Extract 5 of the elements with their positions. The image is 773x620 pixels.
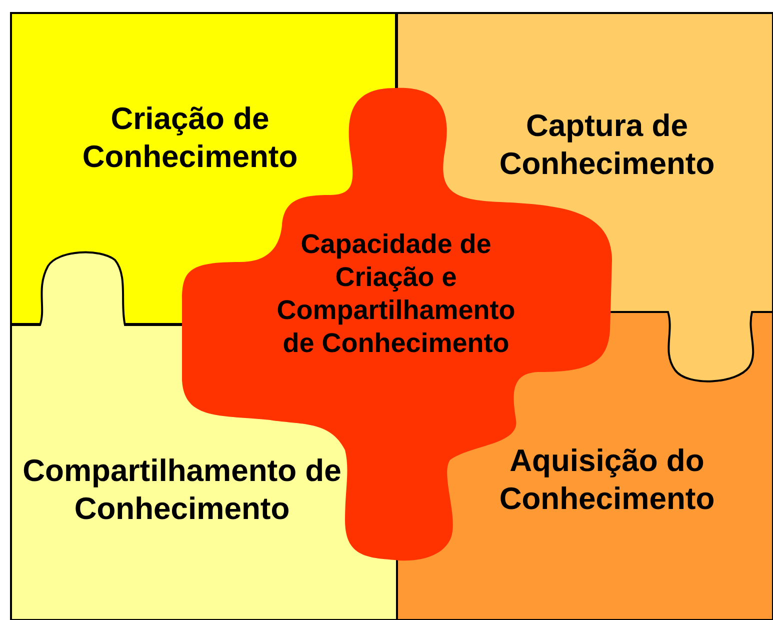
piece-label: Captura de Conhecimento <box>498 107 716 183</box>
piece-label: Aquisição do Conhecimento <box>498 442 716 518</box>
piece-label: Compartilhamento de Conhecimento <box>22 452 342 528</box>
piece-label: Criação de Conhecimento <box>81 100 299 176</box>
piece-label: Capacidade de Criação e Compartilhamento de Conhecimento <box>276 228 516 360</box>
